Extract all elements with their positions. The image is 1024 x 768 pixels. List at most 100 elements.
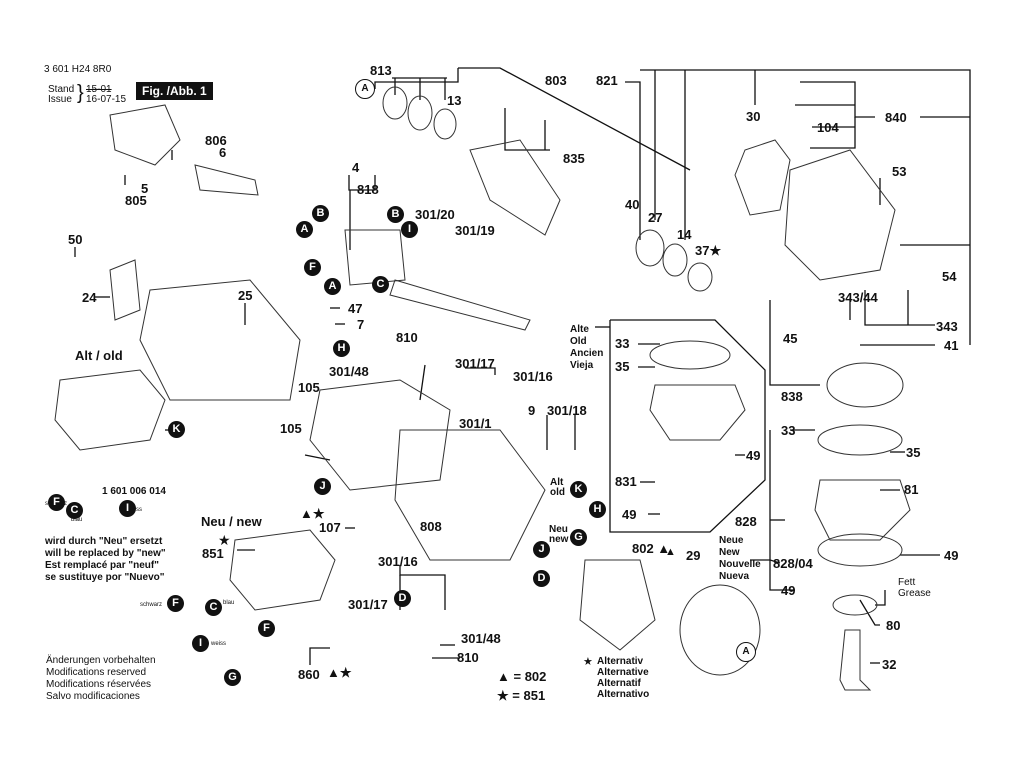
part-label-81[interactable]: 81 xyxy=(904,482,919,497)
connector-badge-g[interactable]: G xyxy=(570,529,587,546)
connector-badge-k[interactable]: K xyxy=(168,421,185,438)
part-label-810-bottom[interactable]: 810 xyxy=(457,650,479,665)
part-label-343[interactable]: 343 xyxy=(936,319,958,334)
part-label-40[interactable]: 40 xyxy=(625,197,640,212)
connector-badge-g[interactable]: G xyxy=(224,669,241,686)
grease-label: Grease xyxy=(898,588,931,599)
part-label-49-right[interactable]: 49 xyxy=(944,548,959,563)
part-label-343-44[interactable]: 343/44 xyxy=(838,290,878,305)
alt-old-heading: Alt / old xyxy=(75,348,123,363)
connector-badge-f[interactable]: F xyxy=(258,620,275,637)
fett-label: Fett xyxy=(898,577,916,588)
part-label-13[interactable]: 13 xyxy=(447,93,462,108)
part-label-49-new[interactable]: 49 xyxy=(781,583,796,598)
part-label-860[interactable]: 860 xyxy=(298,667,320,682)
part-label-805[interactable]: 805 xyxy=(125,193,147,208)
part-label-41[interactable]: 41 xyxy=(944,338,959,353)
part-label-828[interactable]: 828 xyxy=(735,514,757,529)
part-label-9[interactable]: 9 xyxy=(528,403,536,418)
part-label-838[interactable]: 838 xyxy=(781,389,803,404)
part-label-813[interactable]: 813 xyxy=(370,63,392,78)
part-label-301-16-bottom[interactable]: 301/16 xyxy=(378,554,418,569)
part-label-49-mid[interactable]: 49 xyxy=(746,448,761,463)
brace-icon: } xyxy=(77,82,84,104)
part-label-301-17-bottom[interactable]: 301/17 xyxy=(348,597,388,612)
connector-badge-c[interactable]: C xyxy=(372,276,389,293)
part-label-37-alt[interactable]: 37★ xyxy=(695,243,722,258)
part-label-35-old[interactable]: 35 xyxy=(615,359,630,374)
connector-badge-k[interactable]: K xyxy=(570,481,587,498)
part-label-840[interactable]: 840 xyxy=(885,110,907,125)
neu-new-heading: Neu / new xyxy=(201,514,262,529)
alte-label-es: Vieja xyxy=(570,360,594,371)
part-label-808[interactable]: 808 xyxy=(420,519,442,534)
part-label-45[interactable]: 45 xyxy=(783,331,798,346)
part-label-47[interactable]: 47 xyxy=(348,301,363,316)
part-label-831[interactable]: 831 xyxy=(615,474,637,489)
connector-badge-a-outline[interactable]: A xyxy=(355,79,375,99)
part-label-25[interactable]: 25 xyxy=(238,288,253,303)
part-label-54[interactable]: 54 xyxy=(942,269,957,284)
part-label-828-04[interactable]: 828/04 xyxy=(773,556,813,571)
part-label-5[interactable]: 5 xyxy=(141,181,149,196)
part-label-301-48-bottom[interactable]: 301/48 xyxy=(461,631,501,646)
connector-badge-f[interactable]: F xyxy=(304,259,321,276)
part-label-7[interactable]: 7 xyxy=(357,317,365,332)
connector-badge-c[interactable]: C xyxy=(205,599,222,616)
neue-label-fr: Nouvelle xyxy=(719,559,761,570)
part-label-50[interactable]: 50 xyxy=(68,232,83,247)
part-label-301-48-top[interactable]: 301/48 xyxy=(329,364,369,379)
part-label-14[interactable]: 14 xyxy=(677,227,692,242)
part-label-27[interactable]: 27 xyxy=(648,210,663,225)
part-label-105-a[interactable]: 105 xyxy=(298,380,320,395)
part-label-35-new[interactable]: 35 xyxy=(906,445,921,460)
part-label-6[interactable]: 6 xyxy=(219,145,227,160)
connector-badge-a-outline[interactable]: A xyxy=(736,642,756,662)
part-label-301-17-top[interactable]: 301/17 xyxy=(455,356,495,371)
part-label-33-old[interactable]: 33 xyxy=(615,336,630,351)
part-label-29[interactable]: 29 xyxy=(686,548,701,563)
connector-badge-a[interactable]: A xyxy=(324,278,341,295)
alte-label-fr: Ancien xyxy=(570,348,604,359)
part-label-835[interactable]: 835 xyxy=(563,151,585,166)
part-label-53[interactable]: 53 xyxy=(892,164,907,179)
part-label-301-18[interactable]: 301/18 xyxy=(547,403,587,418)
connector-badge-j[interactable]: J xyxy=(314,478,331,495)
part-label-105-b[interactable]: 105 xyxy=(280,421,302,436)
connector-badge-d[interactable]: D xyxy=(394,590,411,607)
connector-badge-h[interactable]: H xyxy=(589,501,606,518)
connector-badge-c[interactable]: C xyxy=(66,502,83,519)
part-label-803[interactable]: 803 xyxy=(545,73,567,88)
connector-badge-f[interactable]: F xyxy=(167,595,184,612)
part-label-24[interactable]: 24 xyxy=(82,290,97,305)
part-label-851[interactable]: 851 xyxy=(202,546,224,561)
part-label-32[interactable]: 32 xyxy=(882,657,897,672)
part-label-818[interactable]: 818 xyxy=(357,182,379,197)
part-label-802[interactable]: 802 ▲ xyxy=(632,541,671,556)
part-label-107[interactable]: 107 xyxy=(319,520,341,535)
part-label-821[interactable]: 821 xyxy=(596,73,618,88)
connector-badge-j[interactable]: J xyxy=(533,541,550,558)
part-label-30[interactable]: 30 xyxy=(746,109,761,124)
part-label-4[interactable]: 4 xyxy=(352,160,360,175)
part-label-33-new[interactable]: 33 xyxy=(781,423,796,438)
connector-badge-d[interactable]: D xyxy=(533,570,550,587)
part-label-301-16-top[interactable]: 301/16 xyxy=(513,369,553,384)
connector-badge-i[interactable]: I xyxy=(192,635,209,652)
connector-badge-f[interactable]: F xyxy=(48,494,65,511)
connector-badge-a[interactable]: A xyxy=(296,221,313,238)
part-label-301-1[interactable]: 301/1 xyxy=(459,416,492,431)
connector-badge-i[interactable]: I xyxy=(119,500,136,517)
connector-badge-b[interactable]: B xyxy=(312,205,329,222)
connector-badge-h[interactable]: H xyxy=(333,340,350,357)
part-label-301-19[interactable]: 301/19 xyxy=(455,223,495,238)
part-label-104[interactable]: 104 xyxy=(817,120,839,135)
connector-badge-i[interactable]: I xyxy=(401,221,418,238)
part-label-80[interactable]: 80 xyxy=(886,618,901,633)
part-label-810-top[interactable]: 810 xyxy=(396,330,418,345)
part-label-49-old[interactable]: 49 xyxy=(622,507,637,522)
part-label-806[interactable]: 806 xyxy=(205,133,227,148)
module-number[interactable]: 1 601 006 014 xyxy=(102,486,166,497)
part-label-301-20[interactable]: 301/20 xyxy=(415,207,455,222)
connector-badge-b[interactable]: B xyxy=(387,206,404,223)
